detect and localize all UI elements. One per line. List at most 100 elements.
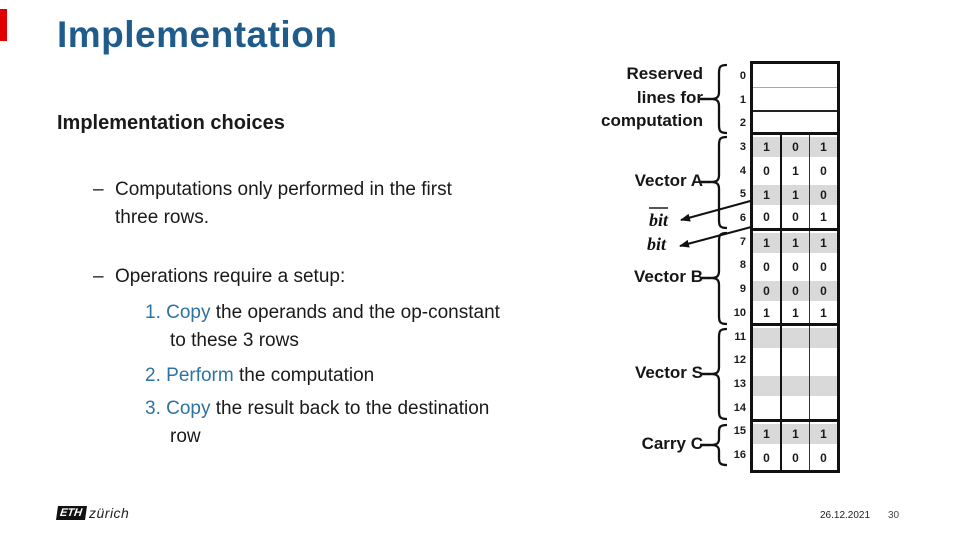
table-cell: 1 — [753, 182, 782, 207]
table-cell — [782, 326, 810, 351]
table-cell — [810, 398, 837, 419]
step-line: 2. Perform the computation — [145, 362, 374, 390]
label-bit: bit — [646, 234, 666, 254]
section-heading: Implementation choices — [57, 112, 285, 134]
slide-date: 26.12.2021 — [820, 510, 871, 521]
table-cell: 0 — [753, 278, 782, 303]
table-cell: 0 — [782, 254, 810, 279]
table-cell — [810, 326, 837, 350]
table-cell: 0 — [820, 259, 827, 274]
eth-logo: ETH zürich — [56, 505, 130, 521]
eth-logo-mark: ETH — [56, 506, 87, 520]
table-row-8: 0 0 0 — [753, 254, 837, 279]
bit-overline: bit — [648, 207, 668, 231]
table-row-7: 1 1 1 — [753, 230, 837, 255]
table-cell — [753, 374, 782, 399]
table-cell: 1 — [753, 230, 782, 255]
label-reserved-lines: Reserved lines for computation — [601, 62, 703, 133]
row-number: 1 — [739, 94, 746, 106]
bullet-line: three rows. — [115, 207, 209, 228]
label-bit-complement: bit — [648, 207, 668, 231]
table-row-10: 1 1 1 — [753, 302, 837, 327]
row-number: 15 — [733, 425, 746, 437]
row-number: 3 — [739, 141, 746, 153]
table-cell — [753, 326, 782, 351]
step-accent: 1. Copy — [145, 302, 211, 323]
table-cell: 0 — [782, 278, 810, 303]
bullet-dash: – — [93, 179, 104, 200]
bullet-dash: – — [93, 266, 104, 287]
table-cell: 0 — [753, 206, 782, 228]
row-number: 13 — [733, 378, 746, 390]
row-number: 6 — [739, 212, 746, 224]
table-cell: 0 — [820, 451, 827, 466]
memory-array-table: 1 0 1 0 1 0 1 1 0 0 0 1 1 1 1 0 0 0 — [750, 61, 840, 473]
bullet-text: Operations require a setup: — [115, 263, 345, 291]
table-cell: 0 — [753, 254, 782, 279]
table-cell: 1 — [782, 230, 810, 255]
label-line: computation — [601, 111, 703, 130]
table-cell: 1 — [820, 210, 827, 225]
table-cell: 0 — [820, 163, 827, 178]
table-cell — [782, 350, 810, 375]
row-number: 4 — [739, 165, 746, 177]
table-cell: 0 — [753, 446, 782, 470]
table-cell: 1 — [753, 135, 782, 159]
table-row-5: 1 1 0 — [753, 182, 837, 207]
step-rest: the operands and the op-constant — [210, 302, 500, 323]
step-1: 1. Copy the operands and the op-constant… — [145, 299, 500, 355]
row-number: 14 — [733, 402, 746, 414]
step-2: 2. Perform the computation — [145, 362, 374, 390]
label-carry-c: Carry C — [641, 434, 703, 453]
table-cell: 0 — [782, 135, 810, 159]
row-number: 0 — [739, 70, 746, 82]
row-number: 2 — [739, 117, 746, 129]
table-row-3: 1 0 1 — [753, 135, 837, 159]
step-rest: the result back to the destination — [210, 398, 490, 419]
table-cell: 1 — [820, 235, 827, 250]
label-vector-a: Vector A — [634, 171, 703, 190]
bullet-operations: – Operations require a setup: — [93, 263, 345, 291]
page-title: Implementation — [57, 14, 338, 55]
step-continuation: row — [170, 426, 201, 447]
label-vector-b: Vector B — [634, 267, 703, 286]
label-line: Reserved — [626, 64, 703, 83]
table-row-12 — [753, 350, 837, 375]
table-row-6: 0 0 1 — [753, 206, 837, 231]
table-cell — [810, 374, 837, 398]
row-number: 5 — [739, 188, 746, 200]
step-accent: 3. Copy — [145, 398, 211, 419]
table-row-16: 0 0 0 — [753, 446, 837, 470]
row-number: 16 — [733, 449, 746, 461]
table-cell: 0 — [820, 283, 827, 298]
row-number: 9 — [739, 283, 746, 295]
page-number: 30 — [888, 510, 900, 521]
table-cell: 1 — [820, 427, 827, 442]
table-cell — [782, 374, 810, 399]
table-cell: 0 — [753, 158, 782, 183]
table-row-1 — [753, 88, 837, 112]
row-number: 10 — [733, 307, 746, 319]
red-accent-bar — [0, 9, 7, 41]
step-line: 1. Copy the operands and the op-constant — [145, 299, 500, 327]
table-row-13 — [753, 374, 837, 399]
table-cell: 1 — [782, 302, 810, 324]
row-number: 7 — [739, 236, 746, 248]
table-cell: 0 — [782, 446, 810, 470]
bullet-text: Computations only performed in the first… — [115, 176, 452, 232]
eth-logo-city: zürich — [89, 505, 130, 521]
table-row-11 — [753, 326, 837, 351]
row-number: 11 — [734, 331, 746, 343]
row-number: 12 — [733, 354, 746, 366]
table-cell: 1 — [782, 158, 810, 183]
table-cell: 1 — [753, 422, 782, 447]
table-cell: 0 — [820, 187, 827, 202]
table-row-14 — [753, 398, 837, 423]
bullet-computations: – Computations only performed in the fir… — [93, 176, 452, 232]
step-continuation: to these 3 rows — [170, 330, 299, 351]
table-row-2 — [753, 112, 837, 135]
label-line: lines for — [636, 87, 703, 107]
table-row-4: 0 1 0 — [753, 158, 837, 183]
table-row-15: 1 1 1 — [753, 422, 837, 447]
